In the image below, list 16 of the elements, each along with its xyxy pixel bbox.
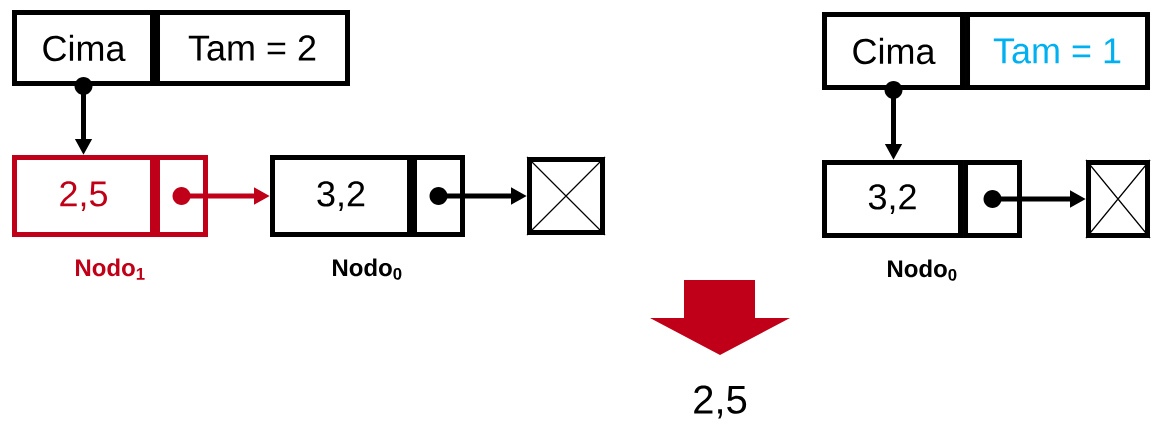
pointer-cell xyxy=(155,155,208,237)
list-cell: Tam = 2 xyxy=(155,10,350,86)
null-box xyxy=(1085,159,1151,239)
list-cell: 3,2 xyxy=(822,160,963,238)
result-value: 2,5 xyxy=(694,385,747,419)
list-cell: Tam = 1 xyxy=(965,12,1150,90)
node-label: Nodo$_{0}$ xyxy=(333,258,402,280)
list-cell: 3,2 xyxy=(270,155,412,237)
pointer-cell xyxy=(412,155,465,237)
pointer-cell xyxy=(963,160,1022,238)
node-label: Nodo$_{1}$ xyxy=(76,258,145,280)
list-cell: Cima xyxy=(822,12,965,90)
list-cell: 2,5 xyxy=(12,155,155,237)
null-box xyxy=(526,156,606,236)
node-label: Nodo$_{0}$ xyxy=(888,259,957,281)
list-cell: Cima xyxy=(12,10,155,86)
